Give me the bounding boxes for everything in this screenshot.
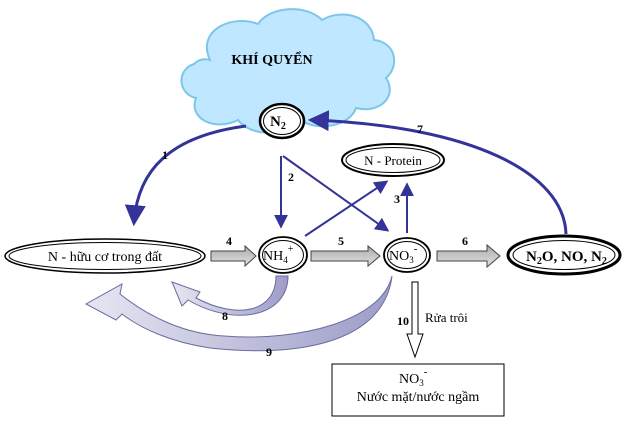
svg-text:NO3-: NO3- — [399, 366, 428, 388]
n-protein-label: N - Protein — [364, 153, 422, 168]
n-organic-label: N - hữu cơ trong đất — [48, 250, 162, 265]
gases-label-part2: O, NO, N — [542, 249, 602, 265]
step-1-label: 1 — [162, 148, 168, 162]
no3-node: NO3- — [383, 237, 431, 273]
no3-superscript: - — [414, 243, 418, 255]
arrow-7 — [307, 110, 568, 235]
step-2-label: 2 — [288, 170, 294, 184]
n-protein-node: N - Protein — [341, 143, 445, 177]
water-no3-label: NO — [399, 372, 419, 387]
water-label: Nước mặt/nước ngầm — [357, 390, 480, 405]
svg-text:NH4+: NH4+ — [263, 244, 294, 265]
no3-label: NO — [389, 249, 409, 264]
arrow-8 — [171, 275, 289, 316]
arrow-1 — [124, 124, 247, 227]
arrow-3a — [304, 180, 389, 237]
svg-text:NO3-: NO3- — [389, 243, 418, 265]
arrow-5 — [310, 244, 381, 268]
svg-text:N2: N2 — [270, 114, 286, 132]
step-9-label: 9 — [266, 345, 272, 359]
water-no3-superscript: - — [424, 366, 428, 378]
gases-label-part1: N — [526, 249, 537, 265]
step-8-label: 8 — [222, 309, 228, 323]
arrow-2b — [282, 155, 390, 232]
gases-node: N2O, NO, N2 — [506, 234, 622, 276]
step-3-label: 3 — [394, 192, 400, 206]
leaching-label: Rửa trôi — [425, 310, 468, 325]
step-4-label: 4 — [226, 234, 232, 248]
step-7-label: 7 — [417, 122, 423, 136]
n-organic-node: N - hữu cơ trong đất — [4, 238, 206, 274]
atmosphere-cloud: KHÍ QUYỂN — [180, 8, 395, 134]
svg-text:N2O, NO, N2: N2O, NO, N2 — [526, 249, 607, 267]
gases-sub2: 2 — [602, 256, 607, 267]
no3-subscript: 3 — [409, 255, 414, 265]
step-10-label: 10 — [397, 314, 409, 328]
nh4-label: NH — [263, 249, 283, 264]
arrow-9 — [84, 275, 393, 352]
gases-sub1: 2 — [537, 256, 542, 267]
nh4-superscript: + — [288, 244, 294, 255]
n2-node: N2 — [258, 102, 306, 140]
arrow-10 — [406, 281, 424, 359]
water-box: NO3- Nước mặt/nước ngầm — [331, 363, 505, 417]
water-no3-subscript: 3 — [419, 378, 424, 388]
step-5-label: 5 — [338, 234, 344, 248]
n2-subscript: 2 — [281, 121, 286, 132]
arrow-4 — [210, 244, 257, 268]
nh4-subscript: 4 — [283, 255, 288, 265]
arrow-6 — [436, 243, 501, 269]
n2-label: N — [270, 114, 281, 130]
step-6-label: 6 — [462, 234, 468, 248]
nh4-node: NH4+ — [258, 236, 308, 274]
atmosphere-label: KHÍ QUYỂN — [231, 50, 312, 68]
